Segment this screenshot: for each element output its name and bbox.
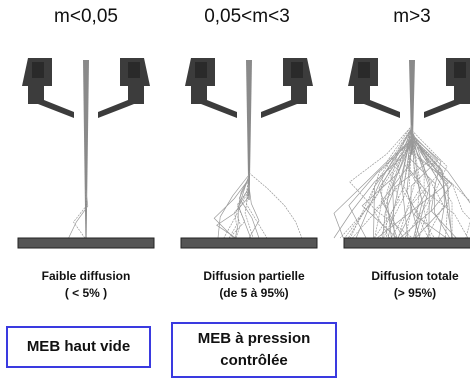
scattered-electron-trajectory	[381, 127, 413, 239]
scattered-electron-trajectory	[399, 129, 436, 239]
panel-1-caption-line1: Faible diffusion	[41, 269, 131, 283]
scattered-electron-trajectory	[404, 135, 443, 239]
scattered-electron-trajectory	[386, 125, 413, 239]
left-pole-piece	[348, 58, 400, 118]
scattered-electron-trajectory	[392, 135, 413, 239]
panel-2-header: 0,05<m<3	[204, 6, 290, 27]
scattered-electron-trajectory	[228, 186, 250, 239]
primary-beam	[83, 60, 89, 238]
high-vacuum-sem-box: MEB haut vide	[6, 326, 151, 368]
scattered-electron-trajectory	[223, 173, 250, 239]
scattered-electron-trajectory	[411, 133, 431, 239]
panel-partial-scatter	[180, 58, 318, 249]
controlled-pressure-label-line1: MEB à pression	[197, 330, 311, 347]
controlled-pressure-label-line2: contrôlée	[220, 352, 288, 369]
sample-plate	[343, 237, 470, 249]
left-pole-core	[195, 62, 207, 78]
scattered-electron-trajectory	[333, 126, 413, 239]
scattered-electron-trajectory	[411, 135, 450, 239]
controlled-pressure-sem-box: MEB à pression contrôlée	[171, 322, 337, 378]
scattered-electron-trajectory	[385, 141, 413, 239]
primary-beam	[246, 60, 252, 200]
primary-beam	[409, 60, 415, 155]
right-pole-piece	[261, 58, 313, 118]
scattered-electron-trajectory	[376, 134, 439, 239]
panel-2-caption: Diffusion partielle (de 5 à 95%)	[174, 268, 334, 302]
left-pole-piece	[185, 58, 237, 118]
scattered-electron-trajectory	[339, 127, 413, 239]
scattered-electron-trajectory	[348, 139, 413, 239]
scattered-electron-trajectory	[248, 186, 260, 239]
scattered-electron-trajectory	[238, 175, 252, 239]
scattered-electron-trajectory	[411, 135, 451, 239]
panel-3-caption: Diffusion totale (> 95%)	[335, 268, 470, 302]
scattered-electron-trajectory	[406, 143, 421, 239]
scattered-electron-trajectory	[68, 189, 89, 239]
right-pole-core	[454, 62, 466, 78]
scattered-electron-trajectory	[216, 186, 250, 239]
scattered-electron-trajectory	[383, 134, 413, 239]
scattered-electron-trajectory	[238, 178, 260, 239]
scattered-electron-trajectory	[355, 127, 413, 239]
sample-plate	[180, 237, 318, 249]
panel-2-caption-line1: Diffusion partielle	[203, 269, 305, 283]
scattered-electron-trajectory	[235, 185, 250, 239]
right-pole-core	[291, 62, 303, 78]
scattered-electron-trajectory	[248, 172, 303, 239]
scattered-electron-trajectory	[411, 137, 448, 239]
scattered-electron-trajectory	[397, 127, 449, 239]
left-pole-core	[32, 62, 44, 78]
panel-1-header: m<0,05	[54, 6, 118, 27]
panel-1-caption: Faible diffusion ( < 5% )	[6, 268, 166, 302]
scattered-electron-trajectory	[411, 140, 470, 239]
right-pole-piece	[98, 58, 150, 118]
scattered-electron-trajectory	[73, 189, 87, 239]
scattered-electron-trajectory	[402, 143, 435, 239]
scattered-electron-trajectory	[373, 129, 413, 239]
scattered-electron-trajectory	[411, 130, 423, 239]
scattered-electron-trajectory	[244, 188, 254, 239]
scattered-electron-trajectory	[374, 124, 413, 239]
scattered-electron-trajectory	[411, 138, 453, 239]
panel-1-caption-line2: ( < 5% )	[64, 286, 108, 300]
scattered-electron-trajectory	[411, 137, 430, 239]
scattered-electron-trajectory	[350, 126, 413, 239]
scattered-electron-trajectory	[217, 174, 250, 239]
scattered-electron-trajectory	[411, 130, 448, 239]
electron-scattering-diagram	[17, 58, 470, 249]
panel-3-header: m>3	[393, 6, 431, 27]
left-pole-core	[358, 62, 370, 78]
scattered-electron-trajectory	[390, 135, 422, 239]
scattered-electron-trajectory	[333, 138, 413, 239]
scattered-electron-trajectory	[411, 135, 452, 239]
scattered-electron-trajectory	[235, 176, 250, 239]
panel-total-scatter	[333, 58, 470, 249]
scattered-electron-trajectory	[374, 143, 413, 239]
left-pole-piece	[22, 58, 74, 118]
panel-2-caption-line2: (de 5 à 95%)	[219, 286, 289, 300]
panel-low-scatter	[17, 58, 155, 249]
scattered-electron-trajectory	[348, 140, 413, 239]
scattered-electron-trajectory	[411, 140, 445, 239]
scattered-electron-trajectory	[408, 144, 447, 239]
scattered-electron-trajectory	[349, 125, 413, 239]
panel-3-caption-line2: (> 95%)	[393, 286, 437, 300]
scattered-electron-trajectory	[213, 178, 250, 239]
right-pole-core	[128, 62, 140, 78]
scattered-electron-trajectory	[373, 134, 413, 239]
panel-3-caption-line1: Diffusion totale	[371, 269, 459, 283]
scattered-electron-trajectory	[411, 137, 470, 204]
sample-plate	[17, 237, 155, 249]
